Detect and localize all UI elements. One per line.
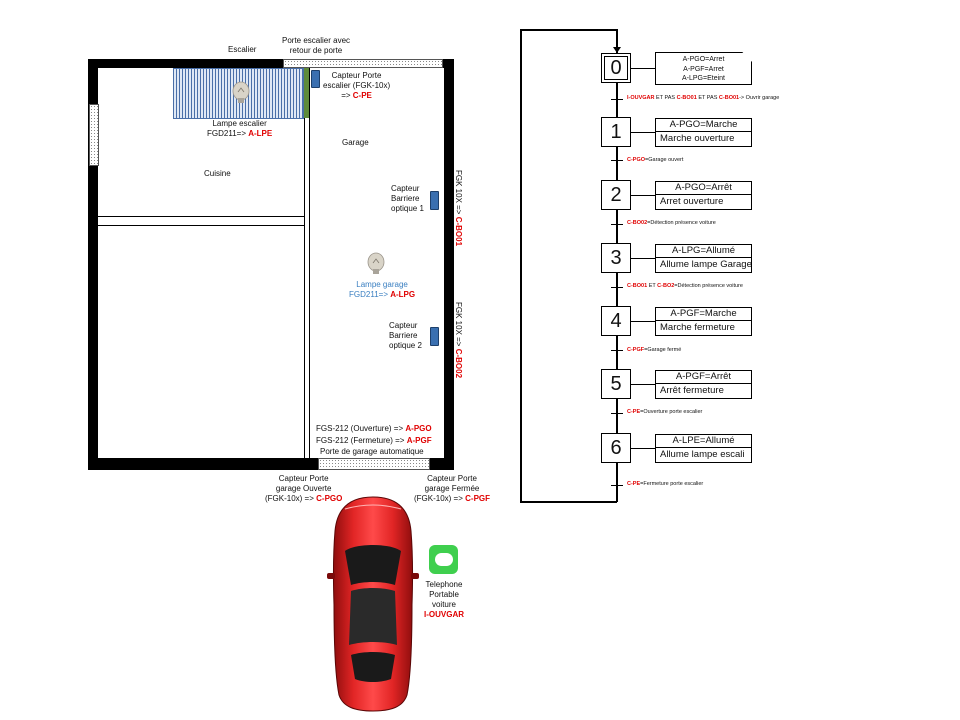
transition-part: C-BO01 bbox=[627, 283, 648, 289]
step-1-action-link bbox=[631, 132, 655, 133]
step-2: 2 bbox=[601, 180, 631, 210]
link-3-4 bbox=[616, 273, 618, 306]
transition-2-label: C-BO02=Détection présence voiture bbox=[627, 220, 716, 227]
link-6-loop bbox=[616, 463, 618, 502]
step-1: 1 bbox=[601, 117, 631, 147]
transition-5-label: C-PE=Ouverture porte escalier bbox=[627, 409, 702, 416]
transition-part: C-PE bbox=[627, 409, 641, 415]
step-5-action: A-PGF=Arrêt Arrêt fermeture bbox=[655, 370, 752, 399]
loop-line-top bbox=[520, 29, 616, 31]
left-window bbox=[89, 104, 99, 166]
step-4-action: A-PGF=Marche Marche fermeture bbox=[655, 307, 752, 336]
car-icon bbox=[327, 496, 419, 712]
transition-4-label: C-PGF=Garage fermé bbox=[627, 347, 681, 354]
transition-part: =Garage ouvert bbox=[645, 157, 684, 163]
transition-1-tick bbox=[611, 160, 623, 162]
transition-0-label: I-OUVGAR ET PAS C-BO01 ET PAS C-BO01-> O… bbox=[627, 95, 779, 102]
transition-part: I-OUVGAR bbox=[627, 95, 655, 101]
transition-part: C-BO01 bbox=[676, 95, 697, 101]
garage-lamp-icon bbox=[367, 252, 385, 274]
stair-door bbox=[304, 68, 309, 118]
step-6-action: A-LPE=Allumé Allume lampe escali bbox=[655, 434, 752, 463]
transition-part: C-PGF bbox=[627, 347, 645, 353]
transition-5-tick bbox=[611, 413, 623, 415]
step-3-action-link bbox=[631, 258, 655, 259]
interior-floor bbox=[98, 68, 444, 458]
garage-door bbox=[318, 458, 430, 470]
garage-label: Garage bbox=[342, 138, 369, 147]
transition-part: =Garage fermé bbox=[644, 347, 682, 353]
transition-part: -> Ouvrir garage bbox=[739, 95, 780, 101]
top-window bbox=[283, 59, 443, 68]
transition-part: ET PAS bbox=[654, 95, 677, 101]
step-2-action: A-PGO=Arrêt Arret ouverture bbox=[655, 181, 752, 210]
step-6: 6 bbox=[601, 433, 631, 463]
transition-2-tick bbox=[611, 224, 623, 226]
porte-escalier-label: Porte escalier avec retour de porte bbox=[282, 36, 351, 55]
transition-part: C-BO01 bbox=[718, 95, 740, 101]
transition-part: =Détection présence voiture bbox=[674, 283, 743, 289]
transition-3-label: C-BO01 ET C-BO2=Détection présence voitu… bbox=[627, 283, 743, 290]
transition-part: =Ouverture porte escalier bbox=[640, 409, 703, 415]
transition-3-tick bbox=[611, 287, 623, 289]
fgs-ouverture-label: FGS-212 (Ouverture) => A-PGO bbox=[316, 424, 432, 433]
step-1-action: A-PGO=Marche Marche ouverture bbox=[655, 118, 752, 147]
phone-message-icon bbox=[429, 545, 458, 574]
barriere-2-label: Capteur Barriere optique 2 bbox=[389, 321, 422, 350]
barriere-1-vertical-label: FGK 10X => C-BO01 bbox=[454, 170, 463, 247]
step-6-action-link bbox=[631, 448, 655, 449]
transition-part: C-BO02 bbox=[627, 220, 648, 226]
transition-part: C-PGO bbox=[627, 157, 646, 163]
step-0-action: A-PGO=Arret A-PGF=Arret A-LPG=Eteint bbox=[655, 52, 752, 85]
step-0: 0 bbox=[601, 53, 631, 83]
transition-part: C-PE bbox=[627, 481, 641, 487]
transition-part: =Détection présence voiture bbox=[647, 220, 716, 226]
barrier-sensor-1-icon bbox=[430, 191, 439, 210]
transition-part: ET PAS bbox=[696, 95, 719, 101]
cuisine-label: Cuisine bbox=[204, 169, 231, 178]
door-sensor-icon bbox=[311, 70, 320, 88]
link-2-3 bbox=[616, 210, 618, 243]
step-0-action-link bbox=[631, 68, 655, 69]
link-1-2 bbox=[616, 147, 618, 180]
loop-line-left bbox=[520, 29, 522, 502]
stair-lamp-icon bbox=[232, 81, 250, 103]
barrier-sensor-2-icon bbox=[430, 327, 439, 346]
capteur-fermee-label: Capteur Porte garage Fermée (FGK-10x) =>… bbox=[414, 474, 491, 503]
transition-part: ET bbox=[647, 283, 658, 289]
partition-vertical bbox=[304, 68, 310, 458]
lampe-escalier-label: Lampe escalier FGD211=> A-LPE bbox=[207, 119, 273, 138]
transition-4-tick bbox=[611, 350, 623, 352]
transition-6-label: C-PE=Fermeture porte escalier bbox=[627, 481, 703, 488]
partition-horizontal bbox=[98, 216, 304, 226]
escalier-label: Escalier bbox=[228, 45, 257, 54]
loop-arrow-icon bbox=[613, 47, 621, 53]
transition-part: C-BO2 bbox=[657, 283, 675, 289]
step-2-action-link bbox=[631, 195, 655, 196]
porte-garage-auto-label: Porte de garage automatique bbox=[320, 447, 424, 456]
link-4-5 bbox=[616, 336, 618, 369]
step-5: 5 bbox=[601, 369, 631, 399]
link-5-6 bbox=[616, 399, 618, 433]
fgs-fermeture-label: FGS-212 (Fermeture) => A-PGF bbox=[316, 436, 432, 445]
step-3: 3 bbox=[601, 243, 631, 273]
step-3-action: A-LPG=Allumé Allume lampe Garage bbox=[655, 244, 752, 273]
step-5-action-link bbox=[631, 384, 655, 385]
capteur-porte-escalier-label: Capteur Porte escalier (FGK-10x) => C-PE bbox=[323, 71, 391, 100]
loop-line-bottom bbox=[520, 501, 617, 503]
step-4: 4 bbox=[601, 306, 631, 336]
telephone-label: Telephone Portable voiture I-OUVGAR bbox=[424, 580, 464, 619]
loop-line-up bbox=[616, 29, 618, 53]
step-4-action-link bbox=[631, 321, 655, 322]
transition-0-tick bbox=[611, 99, 623, 101]
barriere-1-label: Capteur Barriere optique 1 bbox=[391, 184, 424, 213]
transition-part: =Fermeture porte escalier bbox=[640, 481, 704, 487]
transition-6-tick bbox=[611, 485, 623, 487]
capteur-ouverte-label: Capteur Porte garage Ouverte (FGK-10x) =… bbox=[265, 474, 343, 503]
transition-1-label: C-PGO=Garage ouvert bbox=[627, 157, 683, 164]
lampe-garage-label: Lampe garage FGD211=> A-LPG bbox=[349, 280, 416, 299]
barriere-2-vertical-label: FGK 10X => C-BO02 bbox=[454, 302, 463, 379]
